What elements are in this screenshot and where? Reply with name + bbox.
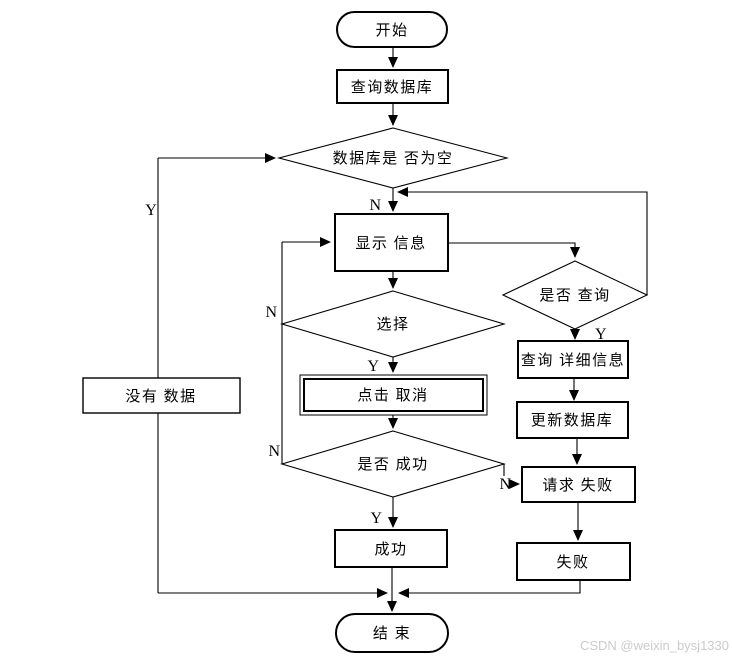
no-data-label: 没有 数据	[125, 388, 196, 405]
db-empty-diamond-shape	[276, 127, 510, 189]
node-request-fail: 请求 失败	[521, 466, 636, 503]
connectors	[157, 47, 648, 612]
label-successcheck-no-right: N	[499, 476, 511, 493]
query-detail-label: 查询 详细信息	[521, 352, 625, 369]
end-label: 结 束	[373, 625, 411, 642]
label-dbempty-no: N	[369, 197, 381, 214]
query-db-shape	[336, 69, 449, 104]
update-db-label: 更新数据库	[531, 412, 614, 429]
node-show-info: 显示 信息	[334, 213, 449, 272]
node-query-check-decision: 是否 查询	[501, 260, 649, 330]
end-terminator-shape	[335, 613, 449, 653]
show-info-label: 显示 信息	[355, 235, 426, 252]
node-query-db: 查询数据库	[336, 69, 449, 104]
label-querycheck-yes: Y	[595, 326, 607, 343]
query-check-label: 是否 查询	[539, 287, 610, 304]
no-data-shape	[82, 377, 241, 414]
query-detail-shape	[517, 340, 629, 379]
success-check-diamond-shape	[280, 430, 506, 498]
branch-labels: N Y N Y N N Y Y	[145, 197, 607, 527]
edge-fail-to-junction	[398, 580, 581, 598]
node-query-detail: 查询 详细信息	[517, 340, 629, 379]
db-empty-label: 数据库是 否为空	[333, 150, 454, 167]
label-dbempty-yes: Y	[145, 202, 157, 219]
node-end: 结 束	[335, 613, 449, 653]
update-db-shape	[516, 401, 629, 439]
success-check-label: 是否 成功	[357, 456, 428, 473]
node-success: 成功	[334, 529, 448, 568]
node-no-data: 没有 数据	[82, 377, 241, 414]
edge-showinfo-to-querycheck	[448, 242, 580, 258]
node-select-decision: 选择	[280, 290, 506, 358]
click-cancel-inner-shape	[303, 378, 484, 412]
csdn-watermark: CSDN @weixin_bysj1330	[580, 638, 729, 653]
node-fail: 失败	[516, 542, 631, 581]
label-successcheck-no-left: N	[268, 443, 280, 460]
fail-label: 失败	[556, 554, 589, 571]
start-terminator-shape	[336, 11, 448, 48]
fail-shape	[516, 542, 631, 581]
query-db-label: 查询数据库	[351, 79, 434, 96]
node-success-check-decision: 是否 成功	[280, 430, 506, 498]
node-click-cancel: 点击 取消	[299, 374, 488, 416]
select-label: 选择	[376, 316, 409, 333]
node-db-empty-decision: 数据库是 否为空	[276, 127, 510, 189]
request-fail-shape	[521, 466, 636, 503]
edge-successcheck-to-requestfail	[503, 464, 519, 484]
edge-querycheck-loopback	[397, 187, 648, 295]
select-diamond-shape	[280, 290, 506, 358]
query-check-diamond-shape	[501, 260, 649, 330]
success-shape	[334, 529, 448, 568]
node-update-db: 更新数据库	[516, 401, 629, 439]
label-successcheck-yes: Y	[370, 510, 382, 527]
request-fail-label: 请求 失败	[542, 477, 613, 494]
node-start: 开始	[336, 11, 448, 48]
start-label: 开始	[375, 22, 408, 39]
label-select-no: N	[265, 304, 277, 321]
click-cancel-label: 点击 取消	[357, 387, 428, 404]
show-info-shape	[334, 213, 449, 272]
label-select-yes: Y	[367, 358, 379, 375]
success-label: 成功	[374, 541, 407, 558]
